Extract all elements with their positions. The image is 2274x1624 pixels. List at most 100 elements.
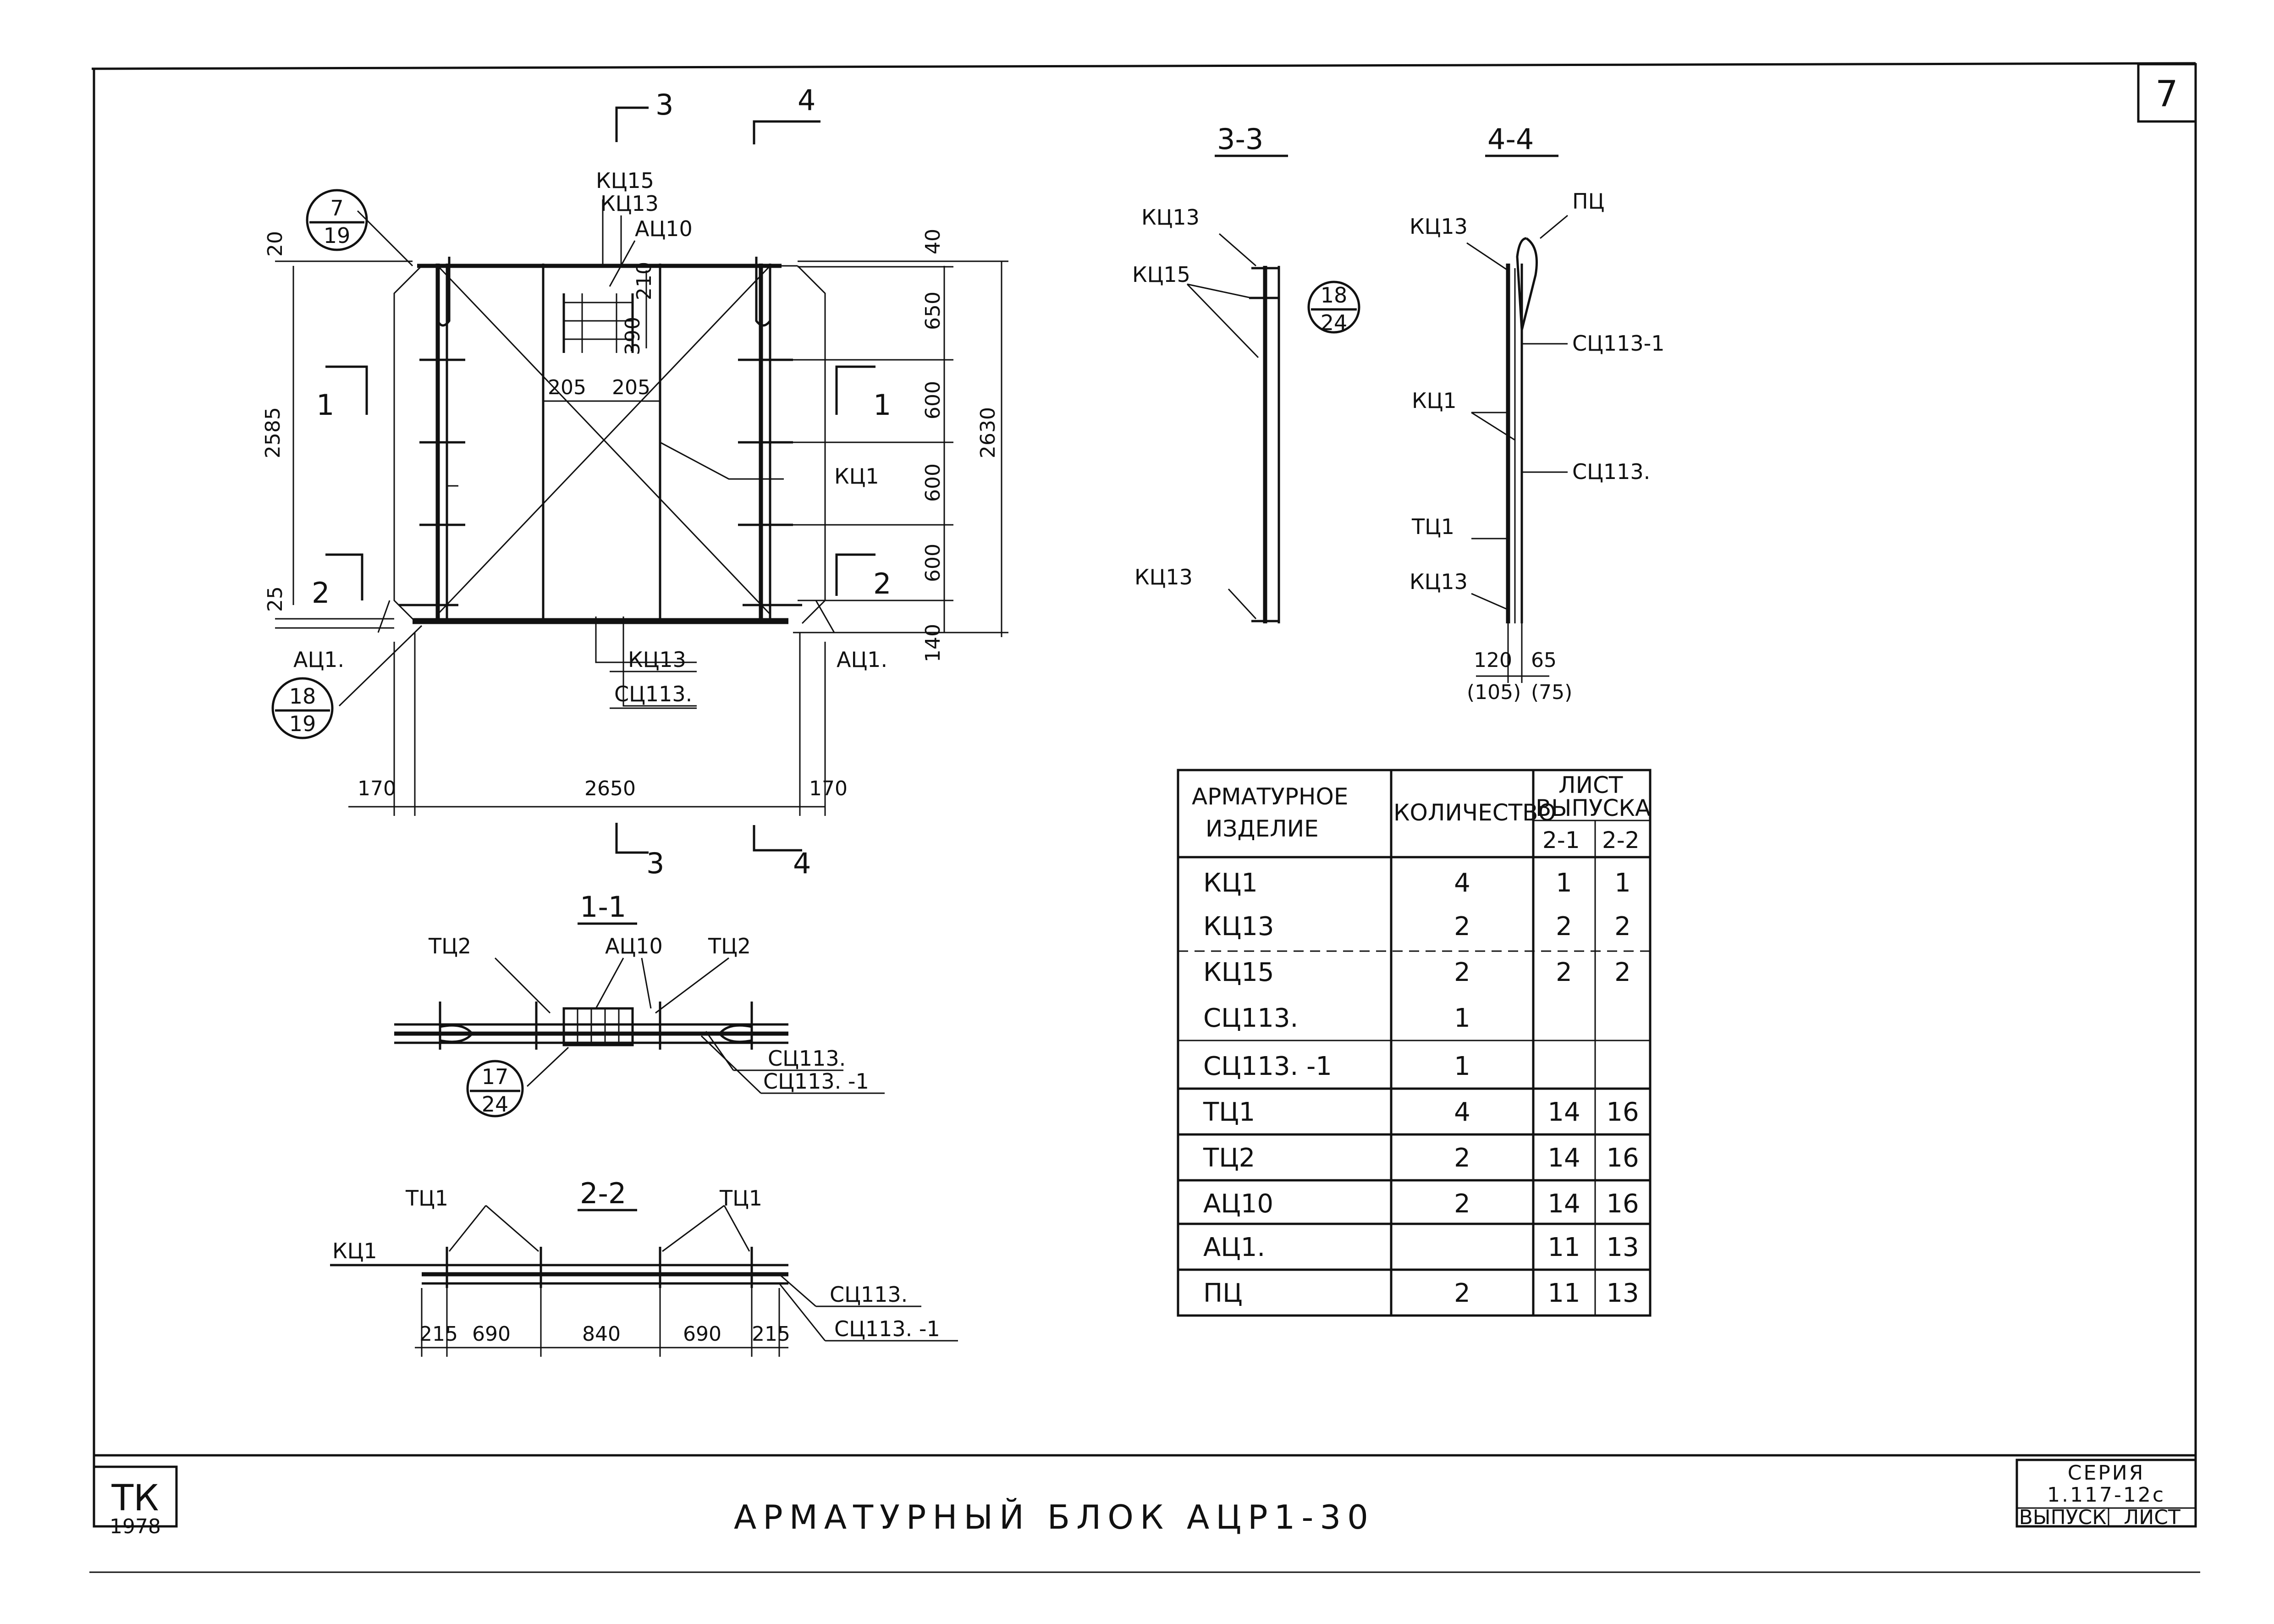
section-1-1: 1-1 ТЦ2 АЦ10 ТЦ2 СЦ113. СЦ113. -1 1 — [394, 890, 885, 1118]
table-row: СЦ113. 1 — [1203, 1003, 1470, 1033]
s44-kc13-bottom: КЦ13 — [1410, 569, 1468, 594]
s44-sc113: СЦ113. — [1572, 459, 1650, 484]
svg-text:18: 18 — [1321, 283, 1348, 308]
svg-text:13: 13 — [1606, 1233, 1639, 1262]
th-item-2: ИЗДЕЛИЕ — [1206, 815, 1319, 842]
svg-text:11: 11 — [1547, 1278, 1580, 1308]
callout-18-19: 18 19 — [271, 677, 334, 739]
callout-7-19: 7 19 — [306, 189, 368, 251]
svg-text:16: 16 — [1606, 1143, 1639, 1173]
s22-dim-215a: 215 — [419, 1322, 458, 1346]
svg-text:2: 2 — [1454, 958, 1470, 987]
svg-text:1: 1 — [1614, 868, 1631, 898]
svg-text:СЦ113.: СЦ113. — [1203, 1003, 1298, 1033]
svg-text:ТЦ1: ТЦ1 — [1203, 1097, 1255, 1127]
svg-text:2: 2 — [1556, 912, 1572, 941]
dim-205b: 205 — [612, 376, 650, 399]
dim-170-right: 170 — [809, 777, 848, 800]
svg-text:24: 24 — [1321, 310, 1348, 335]
dim-650: 650 — [921, 292, 945, 330]
label-kc1: КЦ1 — [834, 464, 879, 489]
sheet-number: 7 — [2155, 74, 2178, 115]
svg-text:24: 24 — [482, 1092, 509, 1117]
svg-text:2: 2 — [1614, 958, 1631, 987]
cut-4-bottom: 4 — [793, 847, 811, 880]
svg-text:2: 2 — [1614, 912, 1631, 941]
s44-kc13-top: КЦ13 — [1410, 214, 1468, 239]
svg-text:КЦ15: КЦ15 — [1203, 958, 1274, 987]
label-ac1-left: АЦ1. — [293, 647, 344, 672]
svg-text:14: 14 — [1547, 1189, 1580, 1219]
s11-tc2-left: ТЦ2 — [428, 934, 471, 958]
svg-text:19: 19 — [324, 223, 351, 248]
dim-390: 390 — [621, 317, 644, 355]
table-row: АЦ10 2 14 16 — [1203, 1189, 1639, 1219]
dim-600c: 600 — [921, 544, 945, 582]
svg-text:1: 1 — [1454, 1051, 1470, 1081]
s33-kc15: КЦ15 — [1132, 262, 1190, 287]
table-row: ПЦ 2 11 13 — [1203, 1278, 1639, 1308]
svg-text:2: 2 — [1454, 1278, 1470, 1308]
cut-2-left: 2 — [312, 576, 330, 610]
dim-20: 20 — [264, 231, 287, 257]
dim-40: 40 — [921, 229, 945, 254]
cut-3-bottom: 3 — [646, 847, 664, 880]
s22-kc1: КЦ1 — [332, 1239, 377, 1263]
svg-text:18: 18 — [289, 684, 316, 709]
s44-dim-75: (75) — [1531, 681, 1572, 704]
label-kc13-top: КЦ13 — [600, 191, 659, 216]
cut-3-top: 3 — [655, 88, 673, 121]
s11-tc2-right: ТЦ2 — [708, 934, 751, 958]
cut-4-top: 4 — [798, 83, 815, 117]
th-sheet-2: ВЫПУСКА — [1536, 795, 1651, 821]
s22-tc1-left: ТЦ1 — [405, 1186, 448, 1211]
cut-1-left: 1 — [316, 388, 334, 422]
svg-text:2: 2 — [1454, 1189, 1470, 1219]
dim-205a: 205 — [548, 376, 586, 399]
series-label: СЕРИЯ — [2068, 1461, 2145, 1485]
s22-sc113-1: СЦ113. -1 — [834, 1316, 940, 1341]
svg-text:СЦ113. -1: СЦ113. -1 — [1203, 1051, 1332, 1081]
svg-text:КЦ1: КЦ1 — [1203, 868, 1258, 898]
dim-170-left: 170 — [358, 777, 396, 800]
th-22: 2-2 — [1602, 827, 1640, 853]
th-qty: КОЛИЧЕСТВО — [1393, 799, 1556, 826]
svg-text:16: 16 — [1606, 1097, 1639, 1127]
s44-tc1: ТЦ1 — [1411, 514, 1454, 539]
dim-2650: 2650 — [584, 777, 636, 800]
s44-kc1: КЦ1 — [1412, 388, 1457, 413]
svg-text:14: 14 — [1547, 1143, 1580, 1173]
svg-text:АЦ10: АЦ10 — [1203, 1189, 1273, 1219]
svg-text:1: 1 — [1454, 1003, 1470, 1033]
issue-label: ВЫПУСК — [2019, 1506, 2107, 1529]
section-2-2-title: 2-2 — [580, 1177, 626, 1210]
section-1-1-title: 1-1 — [580, 890, 626, 924]
table-row: КЦ13 2 2 2 — [1203, 912, 1631, 941]
svg-text:4: 4 — [1454, 1097, 1470, 1127]
label-ac1-right: АЦ1. — [837, 647, 887, 672]
th-21: 2-1 — [1542, 827, 1580, 853]
cut-1-right: 1 — [873, 388, 891, 422]
table-row: КЦ1 4 1 1 — [1203, 868, 1631, 898]
s44-dim-65: 65 — [1531, 649, 1557, 672]
series-value: 1.117-12с — [2047, 1483, 2165, 1507]
svg-text:2: 2 — [1556, 958, 1572, 987]
table-row: ТЦ2 2 14 16 — [1203, 1143, 1639, 1173]
svg-text:4: 4 — [1454, 868, 1470, 898]
label-kc13-bottom: КЦ13 — [628, 647, 686, 672]
table-row: СЦ113. -1 1 — [1203, 1051, 1470, 1081]
dim-210: 210 — [633, 262, 656, 300]
section-3-3: 3-3 КЦ13 КЦ15 КЦ13 18 24 — [1132, 122, 1360, 623]
label-kc15: КЦ15 — [596, 168, 654, 193]
callout-17-24: 17 24 — [466, 1060, 524, 1118]
s11-sc113-1: СЦ113. -1 — [763, 1069, 869, 1094]
s33-kc13-top: КЦ13 — [1141, 205, 1200, 230]
dim-140: 140 — [921, 624, 945, 662]
dim-600b: 600 — [921, 463, 945, 502]
svg-text:2: 2 — [1454, 912, 1470, 941]
dim-2585: 2585 — [261, 407, 285, 458]
section-2-2: 2-2 ТЦ1 ТЦ1 КЦ1 СЦ113. СЦ113. -1 215 690… — [330, 1177, 958, 1357]
svg-text:1: 1 — [1556, 868, 1572, 898]
s44-dim-120: 120 — [1474, 649, 1512, 672]
svg-text:ПЦ: ПЦ — [1203, 1278, 1243, 1308]
